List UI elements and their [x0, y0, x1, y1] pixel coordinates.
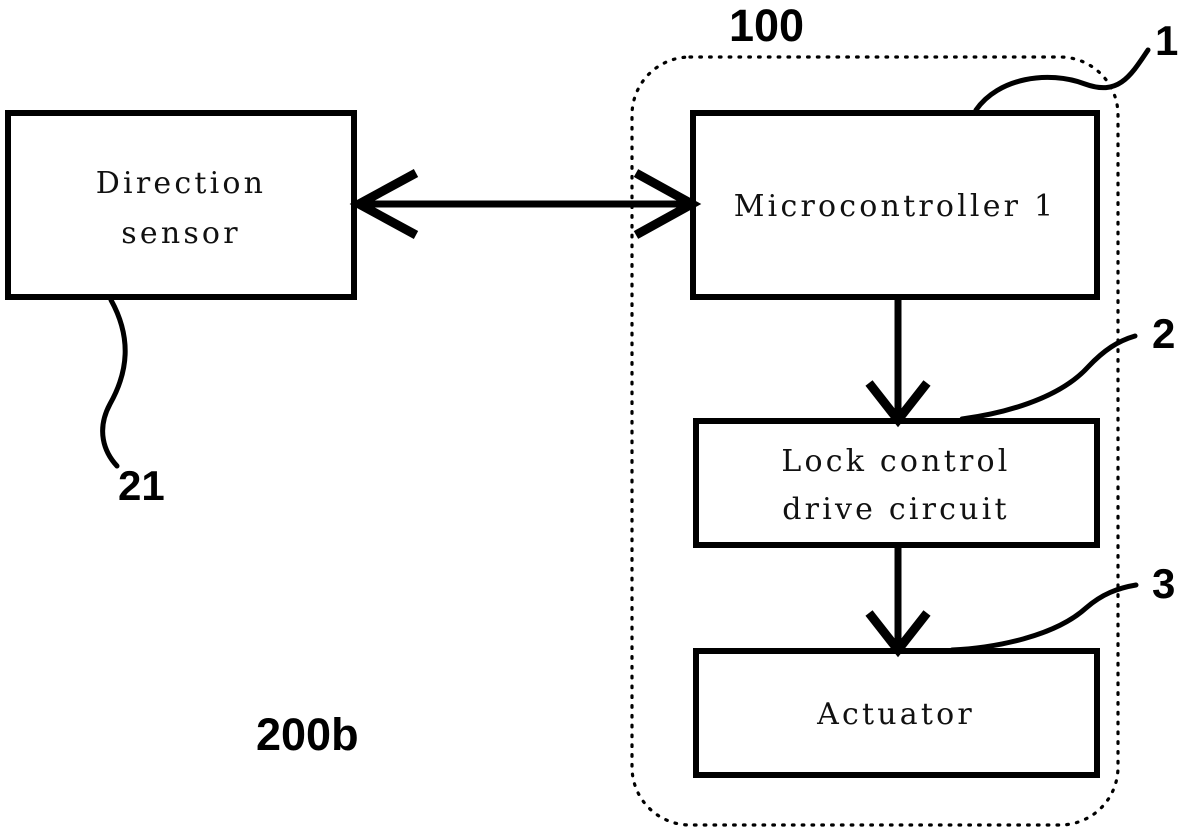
lock-control-box[interactable]	[693, 418, 1100, 548]
microcontroller-label: Microcontroller 1	[734, 189, 1056, 224]
leader-line-2	[959, 333, 1138, 422]
direction-sensor-label-line1: Direction	[96, 166, 266, 201]
reference-number-21: 21	[118, 462, 165, 509]
direction-sensor-box[interactable]	[5, 110, 357, 300]
reference-number-3: 3	[1152, 560, 1175, 607]
connector-microcontroller-lock-control	[865, 297, 931, 428]
lock-control-label-line2: drive circuit	[782, 492, 1010, 527]
reference-number-2: 2	[1152, 310, 1175, 357]
reference-number-1: 1	[1155, 17, 1178, 64]
lock-control-label-line1: Lock control	[781, 444, 1010, 479]
reference-number-100: 100	[729, 0, 804, 51]
dotted-enclosure-100	[630, 55, 1120, 827]
reference-number-200b: 200b	[256, 709, 359, 760]
leader-line-3	[949, 582, 1139, 653]
leader-line-21	[100, 297, 128, 469]
actuator-label: Actuator	[816, 697, 975, 732]
connector-lock-control-actuator	[865, 545, 931, 658]
leader-line-1	[973, 47, 1151, 113]
connector-sensor-microcontroller	[349, 169, 702, 239]
direction-sensor-label-line2: sensor	[121, 216, 240, 251]
